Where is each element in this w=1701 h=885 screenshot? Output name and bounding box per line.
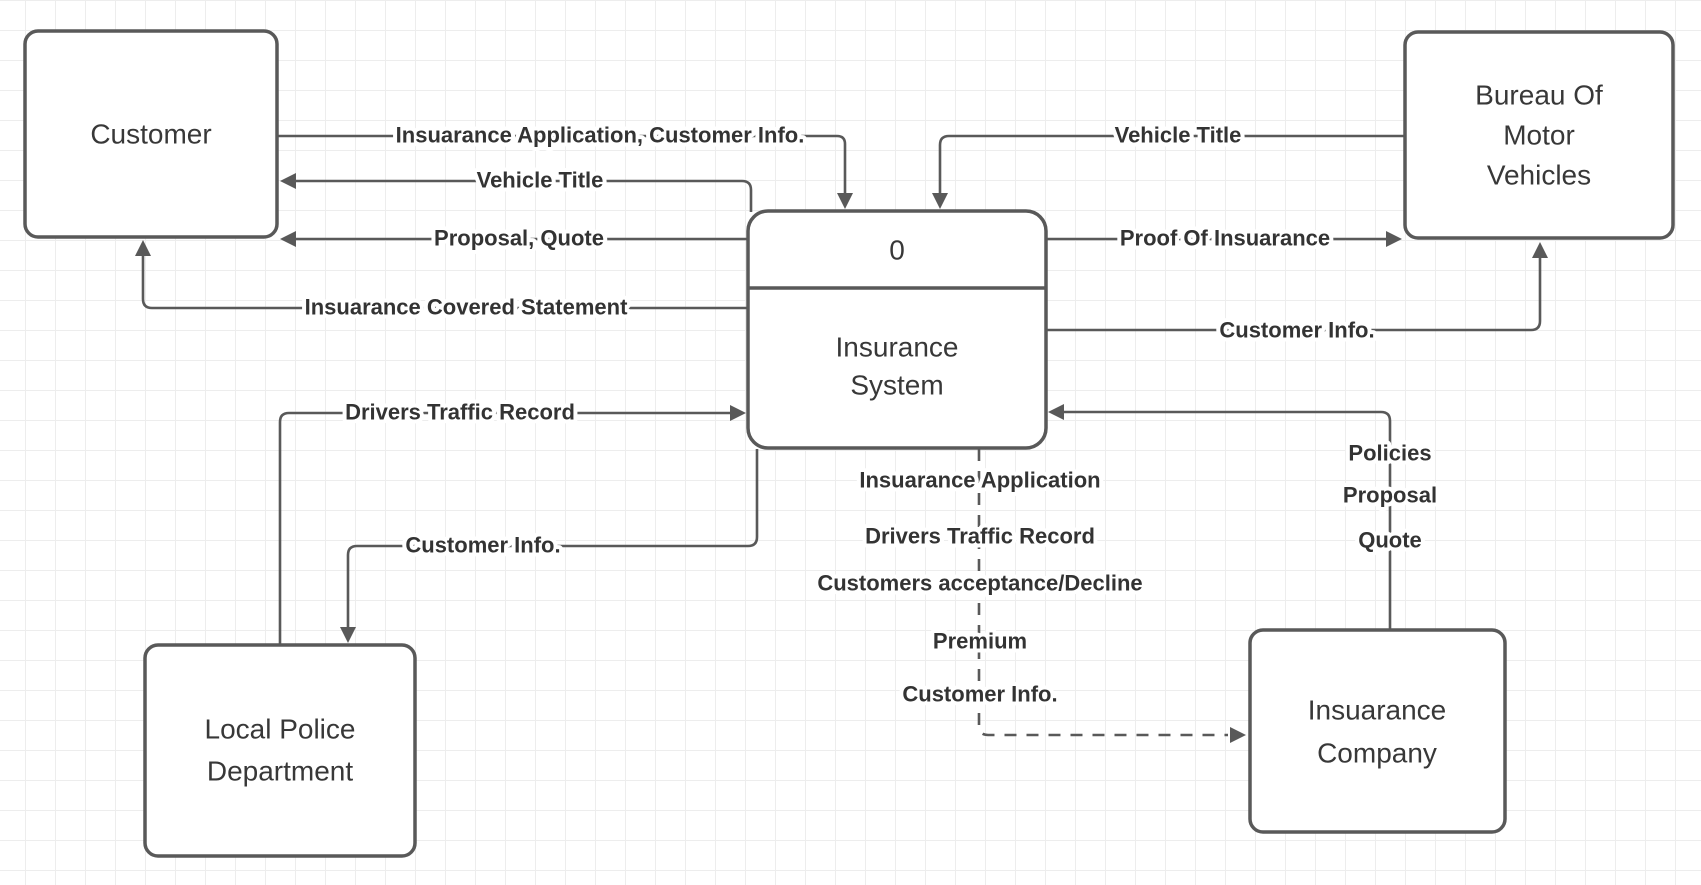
label-vehicle-title-left: Vehicle Title: [477, 168, 604, 193]
arrowhead-left-policies: [1048, 404, 1064, 420]
edge-vehicle-title-from-bureau[interactable]: [932, 134, 1405, 209]
arrowhead-right-proof: [1386, 231, 1402, 247]
label-customer-info-bureau: Customer Info.: [1219, 318, 1374, 343]
edge-policies-proposal-quote[interactable]: [1048, 404, 1392, 629]
arrowhead-down-customer-info-police: [340, 627, 356, 643]
bureau-title-line3: Vehicles: [1487, 160, 1591, 191]
label-customer-info-police: Customer Info.: [405, 533, 560, 558]
company-title-line1: Insuarance: [1308, 695, 1447, 726]
entity-bureau-of-motor-vehicles[interactable]: Bureau Of Motor Vehicles: [1403, 30, 1675, 240]
label-vehicle-title-right: Vehicle Title: [1115, 123, 1242, 148]
edge-drivers-traffic-record[interactable]: [278, 405, 746, 644]
label-proposal-quote: Proposal, Quote: [434, 226, 604, 251]
label-dashed-drivers-traffic-record: Drivers Traffic Record: [865, 524, 1095, 549]
bureau-title-line2: Motor: [1503, 120, 1575, 151]
edge-proof-of-insuarance[interactable]: [1046, 231, 1402, 247]
label-drivers-traffic-record: Drivers Traffic Record: [345, 400, 575, 425]
process-title-line1: Insurance: [836, 332, 959, 363]
arrowhead-left-proposal-quote: [280, 231, 296, 247]
edge-dashed-to-insuarance-company[interactable]: [977, 449, 1246, 743]
process-number: 0: [889, 235, 905, 266]
label-proposal: Proposal: [1343, 483, 1437, 508]
label-dashed-customer-info: Customer Info.: [902, 682, 1057, 707]
arrowhead-up-customer-info-bureau: [1532, 242, 1548, 258]
process-title-line2: System: [850, 370, 943, 401]
police-title-line2: Department: [207, 756, 354, 787]
arrowhead-right-drivers-record: [730, 405, 746, 421]
label-dashed-premium: Premium: [933, 629, 1027, 654]
label-proof-of-insuarance: Proof Of Insuarance: [1120, 226, 1330, 251]
entity-customer[interactable]: Customer: [23, 29, 279, 239]
label-policies: Policies: [1348, 441, 1431, 466]
edge-insuarance-application-customer-info[interactable]: [277, 134, 853, 209]
bureau-title-line1: Bureau Of: [1475, 80, 1603, 111]
label-insuarance-application-customer-info: Insuarance Application, Customer Info.: [396, 123, 805, 148]
label-insuarance-covered-statement: Insuarance Covered Statement: [305, 295, 628, 320]
customer-title: Customer: [90, 119, 211, 150]
label-quote: Quote: [1358, 528, 1422, 553]
edge-customer-info-to-police[interactable]: [340, 449, 759, 643]
arrowhead-down-application: [837, 193, 853, 209]
arrowhead-up-covered-statement: [135, 240, 151, 256]
edge-customer-info-to-bureau[interactable]: [1046, 242, 1548, 332]
label-dashed-insuarance-application: Insuarance Application: [859, 468, 1100, 493]
edge-proposal-quote[interactable]: [280, 231, 748, 247]
process-insurance-system[interactable]: 0 Insurance System: [746, 209, 1048, 450]
entity-insuarance-company[interactable]: Insuarance Company: [1248, 628, 1507, 834]
arrowhead-left-vehicle-title: [280, 173, 296, 189]
label-dashed-customers-acceptance: Customers acceptance/Decline: [817, 571, 1142, 596]
edge-insuarance-covered-statement[interactable]: [135, 240, 748, 310]
company-title-line2: Company: [1317, 738, 1437, 769]
arrowhead-right-dashed: [1230, 727, 1246, 743]
entity-local-police-department[interactable]: Local Police Department: [143, 643, 417, 858]
police-title-line1: Local Police: [205, 714, 356, 745]
edge-vehicle-title-to-customer[interactable]: [280, 173, 753, 212]
arrowhead-down-vehicle-title: [932, 193, 948, 209]
